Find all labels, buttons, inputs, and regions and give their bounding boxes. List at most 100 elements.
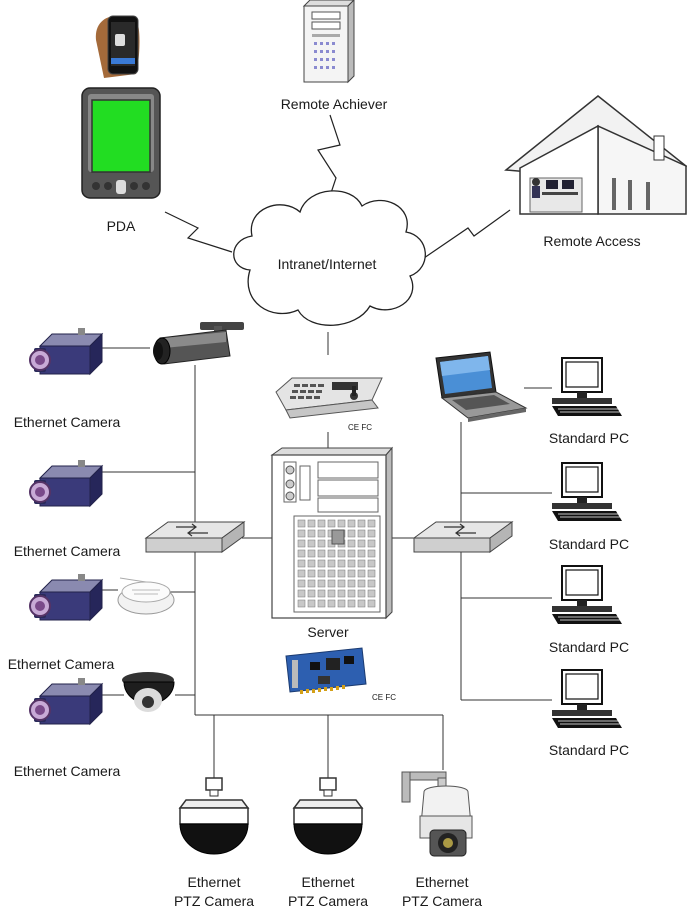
server-panel-button (347, 549, 356, 558)
box-camera-icon (29, 677, 103, 725)
server-panel-button (337, 589, 346, 598)
server-panel-button (317, 559, 326, 568)
server-panel-button (327, 599, 336, 608)
pda-label: PDA (107, 218, 136, 234)
ptz-camera-icon (179, 777, 249, 855)
house-icon (504, 95, 687, 215)
server-panel-button (307, 549, 316, 558)
server-panel-button (327, 519, 336, 528)
server-panel-button (357, 589, 366, 598)
server-panel-button (307, 589, 316, 598)
dome-camera-icon (122, 672, 175, 712)
standard-pc-label-1: Standard PC (549, 430, 629, 446)
server-panel-button (307, 579, 316, 588)
server-panel-button (327, 589, 336, 598)
ptz-label-1-line1: Ethernet (188, 874, 241, 890)
server-panel-button (337, 519, 346, 528)
ptz-label-3-line1: Ethernet (416, 874, 469, 890)
server-label: Server (307, 624, 349, 640)
cloud-label: Intranet/Internet (278, 256, 377, 272)
server-panel-button (317, 519, 326, 528)
keyboard-controller-icon (275, 377, 383, 419)
server-panel-button (367, 589, 376, 598)
server-panel-button (317, 599, 326, 608)
server-panel-button (297, 589, 306, 598)
server-panel-button (367, 599, 376, 608)
server-panel-button (347, 599, 356, 608)
bullet-camera-icon (153, 322, 244, 365)
standard-pc-label-4: Standard PC (549, 742, 629, 758)
server-panel-button (307, 539, 316, 548)
server-panel-button (317, 549, 326, 558)
server-panel-button (347, 569, 356, 578)
desktop-pc-icon (551, 565, 623, 625)
ptz-label-2-line2: PTZ Camera (288, 893, 368, 909)
server-panel-button (297, 539, 306, 548)
network-switch-icon (145, 521, 245, 553)
server-panel-button (307, 569, 316, 578)
server-panel-button (307, 559, 316, 568)
server-panel-button (367, 579, 376, 588)
server-panel-button (297, 599, 306, 608)
smoke-detector-camera-icon (117, 577, 175, 615)
server-panel-button (357, 519, 366, 528)
server-icon (270, 446, 394, 620)
server-panel-button (367, 539, 376, 548)
server-panel-button (357, 549, 366, 558)
ptz-label-1-line2: PTZ Camera (174, 893, 254, 909)
standard-pc-label-2: Standard PC (549, 536, 629, 552)
server-panel-button (317, 589, 326, 598)
server-panel-button (297, 579, 306, 588)
server-panel-button (347, 519, 356, 528)
server-panel-button (347, 559, 356, 568)
server-panel-button (297, 529, 306, 538)
server-panel-button (317, 579, 326, 588)
smartphone-icon (95, 15, 140, 78)
server-panel-button (297, 569, 306, 578)
ptz-label-3-line2: PTZ Camera (402, 893, 482, 909)
server-panel-button (357, 569, 366, 578)
ce-fc-mark-card: CE FC (372, 693, 396, 702)
wireless-links (164, 114, 511, 259)
capture-card-icon (285, 647, 367, 694)
server-panel-button (357, 529, 366, 538)
box-camera-icon (29, 327, 103, 375)
server-panel-button (317, 529, 326, 538)
server-panel-button (347, 529, 356, 538)
pda-icon (81, 87, 161, 199)
server-panel-button (367, 559, 376, 568)
server-panel-button (367, 549, 376, 558)
server-panel-button (357, 559, 366, 568)
server-panel-button (357, 539, 366, 548)
server-panel-button (307, 519, 316, 528)
laptop-icon (435, 351, 528, 422)
server-panel-button (367, 529, 376, 538)
server-panel-button (297, 549, 306, 558)
remote-access-label: Remote Access (543, 233, 640, 249)
ethernet-camera-label-1: Ethernet Camera (14, 414, 121, 430)
box-camera-icon (29, 573, 103, 621)
server-panel-button (337, 549, 346, 558)
connection-lines (100, 332, 552, 780)
ethernet-camera-label-3: Ethernet Camera (8, 656, 115, 672)
server-panel-button (347, 579, 356, 588)
tower-pc-icon (302, 0, 355, 84)
server-panel-button (367, 569, 376, 578)
ptz-label-2-line1: Ethernet (302, 874, 355, 890)
server-panel-button (357, 579, 366, 588)
server-panel-button (337, 579, 346, 588)
desktop-pc-icon (551, 357, 623, 417)
server-panel-button (317, 539, 326, 548)
server-panel-button (347, 589, 356, 598)
server-panel-button (367, 519, 376, 528)
server-panel-button (347, 539, 356, 548)
ptz-camera-icon (401, 771, 473, 857)
ce-fc-mark: CE FC (348, 423, 372, 432)
network-switch-icon (413, 521, 513, 553)
desktop-pc-icon (551, 462, 623, 522)
desktop-pc-icon (551, 669, 623, 729)
ptz-camera-icon (293, 777, 363, 855)
server-panel-button (297, 519, 306, 528)
server-panel-button (297, 559, 306, 568)
